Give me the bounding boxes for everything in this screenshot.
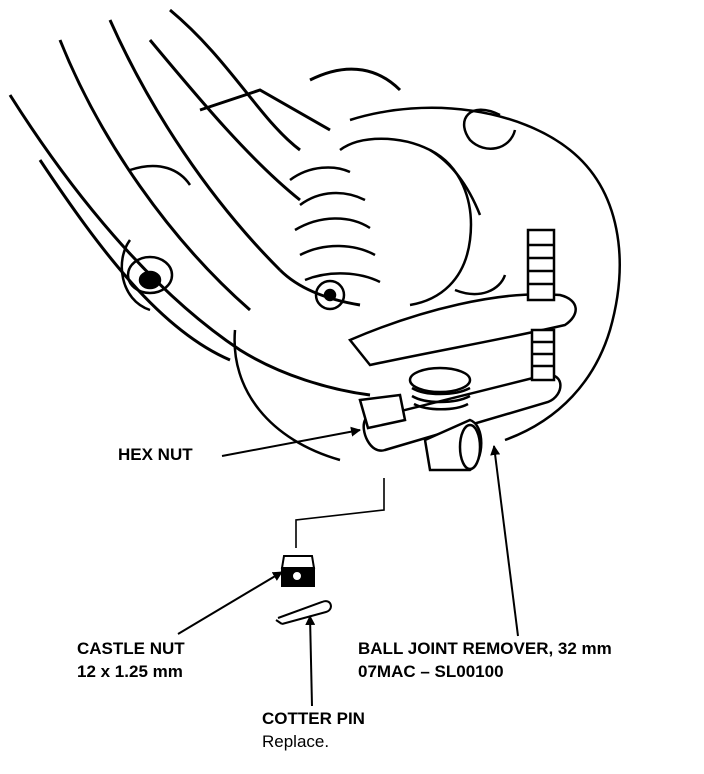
lower-control-arm bbox=[8, 8, 402, 397]
pointer-arrows bbox=[177, 426, 519, 707]
hex-nut-pointer bbox=[221, 426, 361, 457]
remover-pointer bbox=[490, 445, 519, 637]
castle-nut-pointer bbox=[177, 571, 283, 635]
leader-lines bbox=[295, 478, 385, 548]
ball-joint-remover-label: BALL JOINT REMOVER, 32 mm bbox=[358, 639, 612, 658]
ball-joint-remover-tool bbox=[347, 228, 577, 472]
cotter-pin-icon bbox=[275, 600, 332, 625]
cv-boot bbox=[289, 137, 482, 311]
bushing bbox=[120, 164, 192, 312]
ball-joint-remover-part-no: 07MAC – SL00100 bbox=[358, 662, 504, 681]
cotter-pin-pointer bbox=[305, 615, 316, 707]
castle-nut-spec: 12 x 1.25 mm bbox=[77, 662, 183, 681]
cotter-pin-label: COTTER PIN bbox=[262, 709, 365, 728]
brake-disc bbox=[233, 106, 621, 462]
castle-nut-icon bbox=[280, 555, 316, 587]
castle-nut-label: CASTLE NUT bbox=[77, 639, 185, 658]
cotter-pin-note: Replace. bbox=[262, 732, 330, 751]
hex-nut-label: HEX NUT bbox=[118, 445, 193, 464]
